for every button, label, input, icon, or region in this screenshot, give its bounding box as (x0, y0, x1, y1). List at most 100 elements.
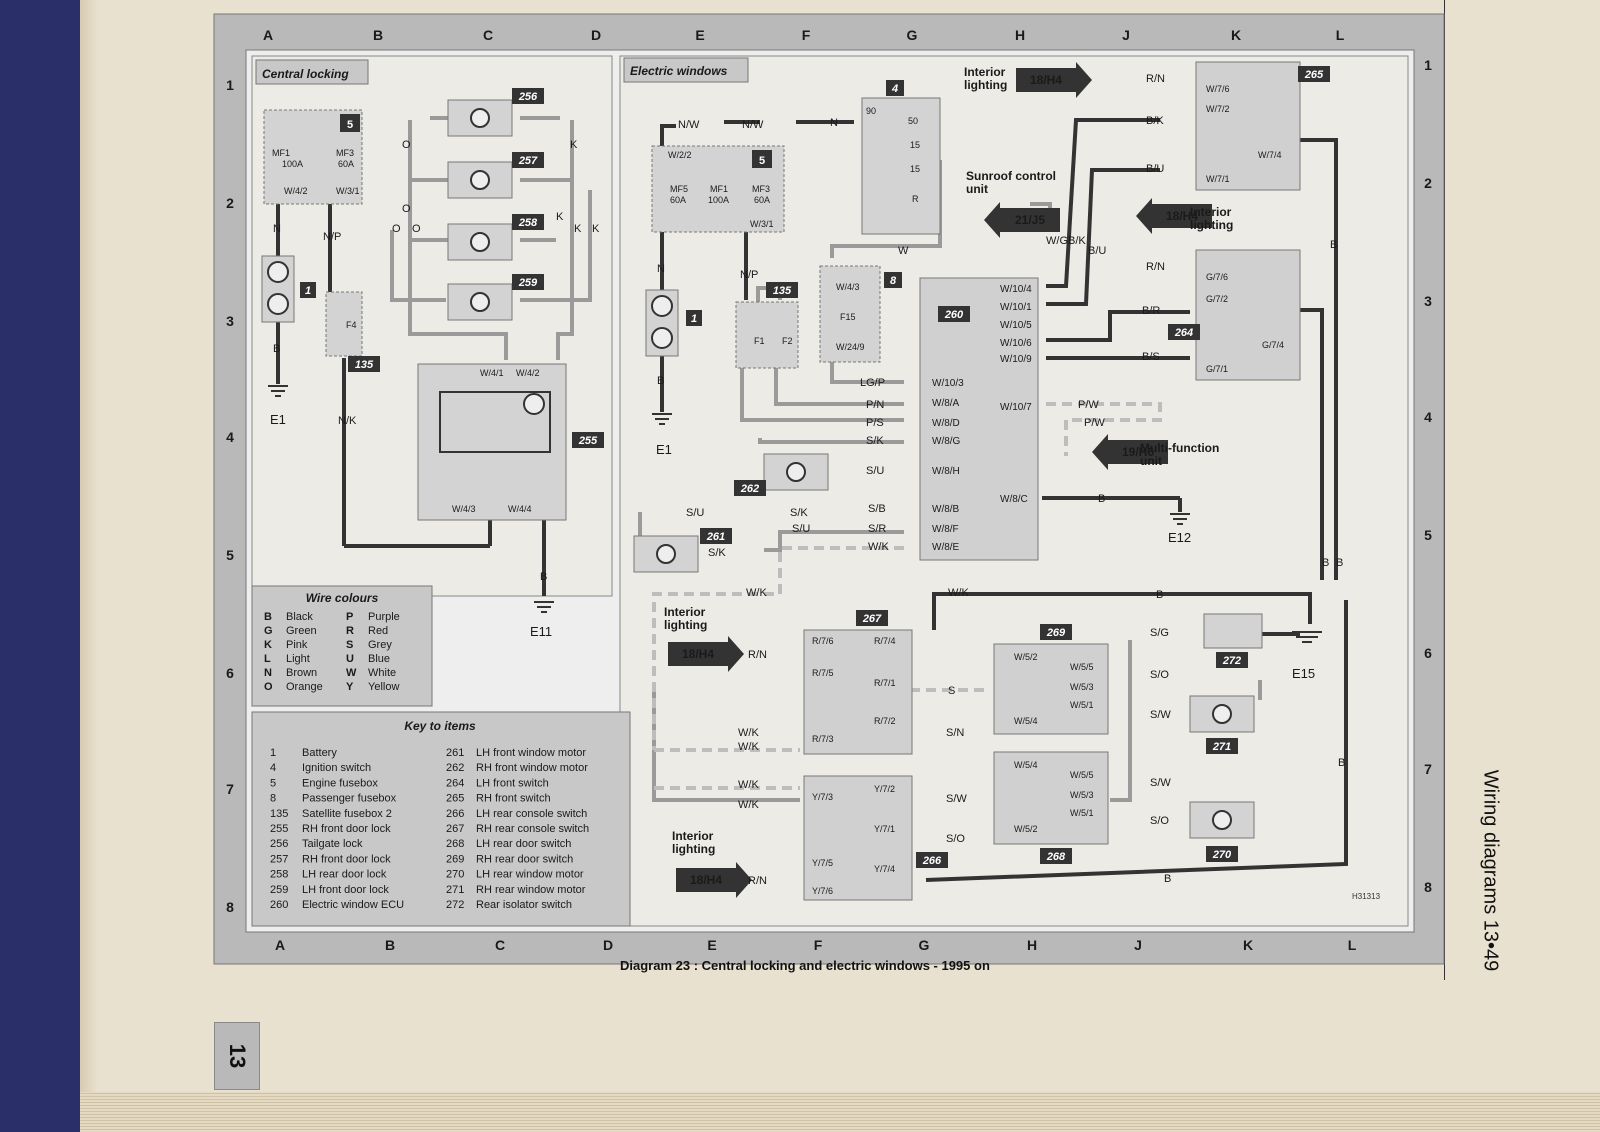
key-item-number: 257 (270, 853, 288, 865)
conn-w55: W/5/5 (1070, 662, 1094, 672)
wire-label: W/K (738, 741, 759, 753)
key-item-name: LH rear window motor (476, 869, 584, 881)
conn-w43-pf: W/4/3 (836, 282, 860, 292)
conn-w51: W/5/1 (1070, 700, 1094, 710)
badge (1168, 324, 1200, 340)
badge (734, 480, 766, 496)
conn-g72: G/7/2 (1206, 294, 1228, 304)
badge-267: 267 (862, 613, 882, 625)
key-item-number: 272 (446, 899, 464, 911)
satellite-fusebox-ew (735, 301, 799, 369)
conn-y75: Y/7/5 (812, 858, 833, 868)
grid-col-label: E (707, 937, 716, 953)
badge (1206, 846, 1238, 862)
wire-label: S (948, 685, 955, 697)
key-item-name: Ignition switch (302, 762, 371, 774)
wire-label: B/K (1068, 235, 1086, 247)
key-item-name: RH front door lock (302, 823, 391, 835)
wire-colour-name: Green (286, 625, 317, 637)
grid-row-label: 8 (226, 899, 234, 915)
wire-colours-box (251, 585, 433, 707)
wire-label: W/K (738, 799, 759, 811)
badge-260: 260 (944, 309, 964, 321)
cross-ref-label: Interior (672, 829, 714, 843)
conn-g71: G/7/1 (1206, 364, 1228, 374)
ecu-pin-label: W/10/5 (1000, 320, 1032, 331)
battery-plus-icon (267, 261, 289, 283)
grid-col-label: C (495, 937, 505, 953)
electric-window-ecu (919, 277, 1039, 561)
wire-colour-code: L (264, 653, 271, 665)
key-item-number: 1 (270, 747, 276, 759)
badge-261: 261 (706, 531, 725, 543)
grid-row-label: 2 (226, 195, 234, 211)
conn-w31: W/3/1 (336, 186, 360, 196)
conn-r76: R/7/6 (812, 636, 834, 646)
key-item-name: LH front door lock (302, 884, 389, 896)
ground-e15-label: E15 (1292, 666, 1315, 681)
conn-w53b: W/5/3 (1070, 790, 1094, 800)
grid-col-label: A (263, 27, 273, 43)
badge (686, 310, 702, 326)
wire-label: W/K (868, 541, 889, 553)
ground-e11-label: E11 (530, 624, 552, 639)
ecu-pin-label: W/8/F (932, 524, 959, 535)
rear-isolator-switch (1203, 613, 1263, 649)
ecu-connector-labels: W/10/4W/10/1W/10/5W/10/6W/10/9W/10/3W/8/… (932, 284, 1032, 553)
badge (1040, 624, 1072, 640)
cross-ref-label: Interior (664, 605, 706, 619)
rh-rear-door-switch (993, 643, 1109, 735)
lh-rear-console-switch (803, 775, 913, 901)
fuse-mf1-ew-rating: 100A (708, 195, 729, 205)
conn-w51b: W/5/1 (1070, 808, 1094, 818)
wire-label: S/K (708, 547, 726, 559)
badge-272: 272 (1222, 655, 1241, 667)
diagram-caption: Diagram 23 : Central locking and electri… (620, 958, 990, 973)
motor-icon (786, 462, 806, 482)
electric-windows-tab (623, 57, 749, 83)
conn-y73: Y/7/3 (812, 792, 833, 802)
wire-colour-name: Pink (286, 639, 308, 651)
wire-colour-name: Orange (286, 681, 323, 693)
fuse-mf3-ew-rating: 60A (754, 195, 770, 205)
grid-row-label: 6 (226, 665, 234, 681)
ew-wires (660, 118, 1348, 882)
ecu-pin-label: W/10/3 (932, 378, 964, 389)
wire-colour-name: Black (286, 611, 313, 623)
badge-135-ew: 135 (773, 285, 792, 297)
cross-ref-code: 18/H4 (1166, 209, 1198, 223)
key-item-number: 256 (270, 838, 288, 850)
cross-ref-label: lighting (964, 78, 1007, 92)
cross-ref-label: lighting (672, 842, 715, 856)
conn-y76: Y/7/6 (812, 886, 833, 896)
conn-w249: W/24/9 (836, 342, 865, 352)
badge-5-ew: 5 (759, 155, 765, 167)
badge (348, 356, 380, 372)
battery-minus-icon (651, 327, 673, 349)
ecu-pin-label: W/8/C (1000, 494, 1028, 505)
wire-label: W (898, 245, 909, 257)
key-to-items-box (251, 711, 631, 927)
wire-colour-code: B (264, 611, 272, 623)
rh-front-switch (1195, 61, 1301, 191)
wire-label: B (273, 343, 280, 355)
conn-w53: W/5/3 (1070, 682, 1094, 692)
ground-e1-label: E1 (270, 412, 286, 427)
fuse-f4: F4 (346, 320, 357, 330)
conn-w42b: W/4/2 (516, 368, 540, 378)
grid-col-label: A (275, 937, 285, 953)
conn-w43: W/4/3 (452, 504, 476, 514)
wire-colour-code: P (346, 611, 353, 623)
grid-col-label: D (603, 937, 613, 953)
cross-ref-label: unit (966, 182, 988, 196)
central-locking-tab (255, 59, 369, 85)
fuse-mf1-ew: MF1 (710, 184, 728, 194)
ecu-pin-label: W/10/4 (1000, 284, 1032, 295)
key-item-name: LH front switch (476, 777, 549, 789)
door-lock-motors: 256 257 258 259 (447, 88, 544, 321)
wire-colour-code: U (346, 653, 354, 665)
badge (856, 610, 888, 626)
